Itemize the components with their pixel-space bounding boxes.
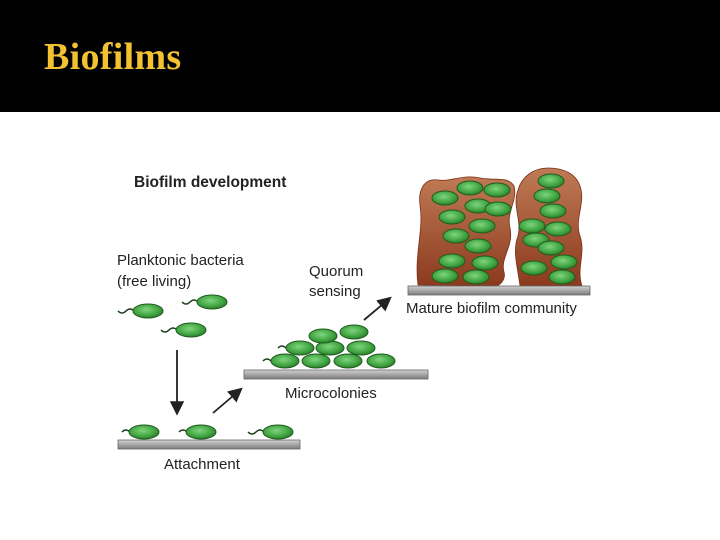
attachment-surface bbox=[117, 439, 301, 450]
mature-biofilm-cells bbox=[431, 173, 578, 285]
slide-title: Biofilms bbox=[44, 36, 182, 78]
planktonic-bacteria bbox=[117, 294, 228, 338]
planktonic-label-line2: (free living) bbox=[117, 273, 191, 290]
microcolony-cluster bbox=[262, 324, 396, 369]
title-bar: Biofilms bbox=[0, 0, 720, 112]
mature-biofilm-label: Mature biofilm community bbox=[406, 300, 577, 317]
attachment-label: Attachment bbox=[164, 456, 241, 473]
quorum-label-line2: sensing bbox=[309, 283, 361, 300]
attached-bacteria bbox=[121, 424, 294, 440]
mature-biofilm-surface bbox=[407, 285, 591, 296]
diagram-heading: Biofilm development bbox=[134, 174, 286, 191]
planktonic-label-line1: Planktonic bacteria bbox=[117, 252, 244, 269]
arrow-attachment-to-microcolonies bbox=[212, 387, 243, 414]
arrow-microcolonies-to-mature bbox=[363, 296, 392, 321]
microcolonies-surface bbox=[243, 369, 429, 380]
microcolonies-label: Microcolonies bbox=[285, 385, 377, 402]
quorum-label-line1: Quorum bbox=[309, 263, 363, 280]
